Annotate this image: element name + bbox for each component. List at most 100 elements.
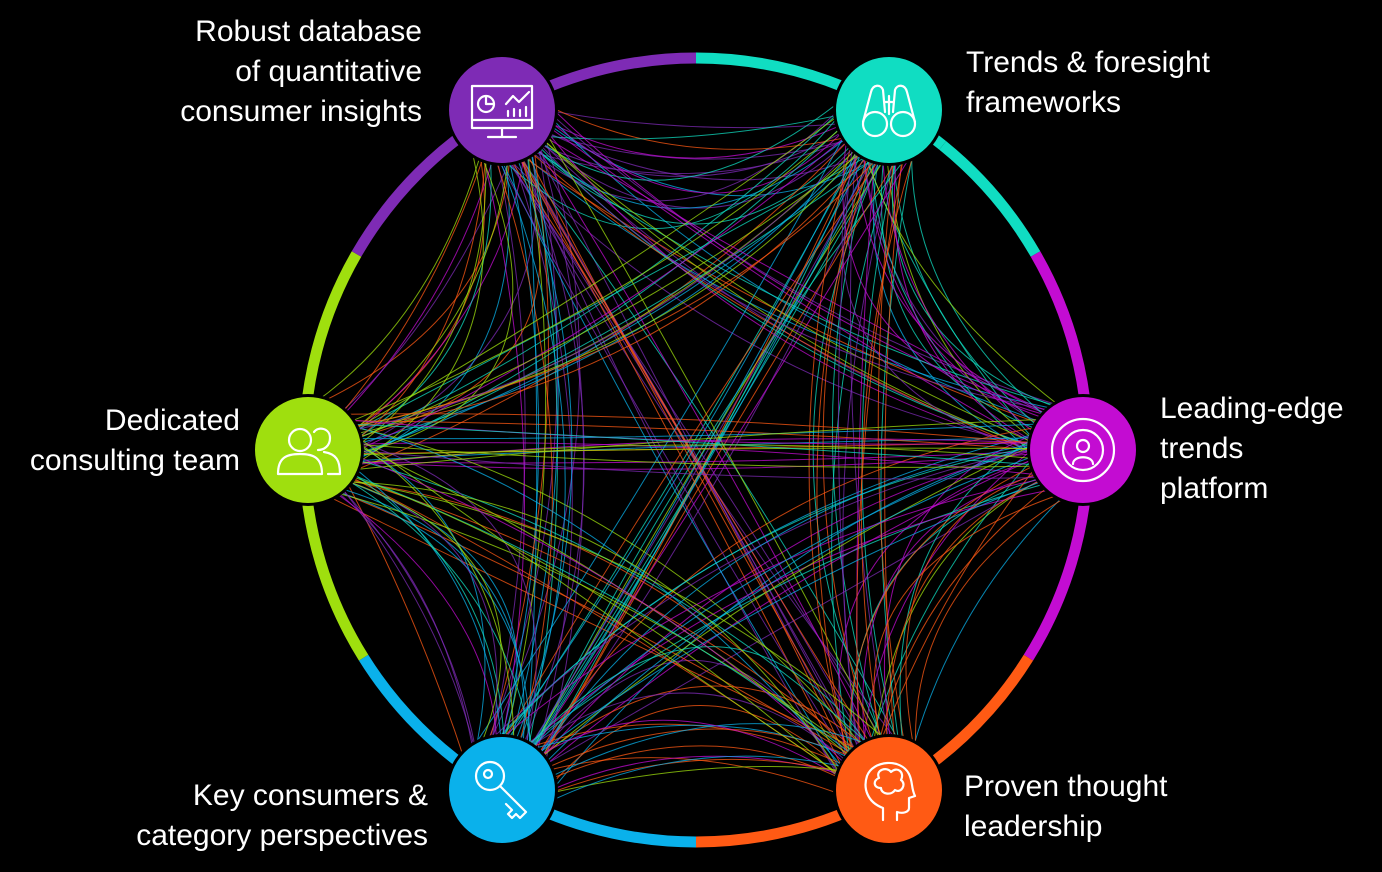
connection-line <box>310 415 1099 445</box>
connection-line <box>486 137 881 816</box>
connection-line <box>333 125 514 459</box>
node-thought-circle <box>836 737 942 843</box>
node-team-circle <box>255 397 361 503</box>
connection-line <box>332 111 888 435</box>
connection-line <box>313 93 859 458</box>
label-thought-line-2: leadership <box>964 810 1103 843</box>
connection-line <box>841 123 1090 470</box>
connection-line <box>513 86 912 789</box>
label-trends-line-2: frameworks <box>966 86 1122 119</box>
connection-line <box>323 95 910 442</box>
connection-line <box>334 142 892 442</box>
connection-line <box>277 446 914 804</box>
connection-line <box>304 447 1065 457</box>
label-team: Dedicated consulting team <box>30 401 240 481</box>
connection-line <box>880 110 922 813</box>
connection-line <box>518 436 1075 786</box>
connection-line <box>305 419 1090 455</box>
connection-line <box>309 140 895 435</box>
connection-line <box>292 443 1111 480</box>
connection-line <box>331 444 1054 467</box>
connection-line <box>536 432 1078 811</box>
connection-line <box>280 133 885 481</box>
connection-line <box>837 83 861 760</box>
connection-line <box>476 475 1057 803</box>
connection-line <box>311 87 876 454</box>
connection-line <box>297 465 502 764</box>
connection-line <box>812 130 895 756</box>
connection-line <box>856 426 1063 788</box>
connection-line <box>513 766 862 803</box>
connection-line <box>518 92 888 798</box>
node-platform-circle <box>1030 397 1136 503</box>
connection-line <box>490 441 1073 822</box>
label-key-line-2: category perspectives <box>136 819 428 852</box>
connection-line <box>474 441 1058 767</box>
connection-line <box>491 144 918 814</box>
connection-line <box>493 135 872 814</box>
label-quant-line-2: of quantitative <box>235 55 422 88</box>
label-trends: Trends & foresight frameworks <box>966 43 1210 123</box>
node-circles <box>252 54 1139 846</box>
label-team-line-2: consulting team <box>29 444 240 477</box>
label-key-line-1: Key consumers & <box>192 779 428 812</box>
connection-line <box>873 478 1109 758</box>
label-trends-line-1: Trends & foresight <box>966 46 1210 79</box>
connection-line <box>529 723 896 788</box>
label-quant-line-1: Robust database <box>195 15 422 48</box>
connection-line <box>525 82 1105 435</box>
connection-line <box>500 90 1064 461</box>
connection-line <box>862 467 1072 802</box>
connection-line <box>474 436 1113 756</box>
dashboard-monitor-icon <box>470 84 534 139</box>
connection-line <box>529 105 923 822</box>
connection-line <box>323 420 920 815</box>
connection-line <box>522 144 1090 476</box>
people-group-icon <box>276 427 342 476</box>
node-team <box>252 394 364 506</box>
node-thought <box>833 734 945 846</box>
connection-line <box>528 419 1084 772</box>
connection-line <box>304 484 917 801</box>
connection-line <box>507 80 865 181</box>
node-platform <box>1027 394 1139 506</box>
label-platform-line-1: Leading-edge <box>1160 392 1344 425</box>
label-quant: Robust database of quantitative consumer… <box>180 12 422 132</box>
connection-line <box>306 460 883 818</box>
connection-line <box>524 660 857 807</box>
connection-line <box>285 138 512 419</box>
connection-line <box>858 126 1096 433</box>
connection-line <box>281 472 924 781</box>
connection-line <box>311 480 525 807</box>
connection-line <box>480 144 525 786</box>
broadcast-person-icon <box>1050 417 1116 483</box>
connection-line <box>323 448 1092 464</box>
connection-line <box>272 423 885 805</box>
connection-line <box>469 459 1076 809</box>
connection-line <box>488 93 886 762</box>
node-key <box>446 734 558 846</box>
connection-line <box>501 132 902 806</box>
connection-line <box>515 129 558 805</box>
connection-line <box>899 417 1071 776</box>
connection-line <box>308 420 1109 440</box>
connection-line <box>911 125 1090 452</box>
connection-line <box>859 100 1094 450</box>
connection-line <box>914 482 1093 756</box>
connection-line <box>288 413 1112 452</box>
node-quant-circle <box>449 57 555 163</box>
label-platform-line-2: trends <box>1160 432 1244 465</box>
connection-line <box>808 97 865 793</box>
label-team-line-1: Dedicated <box>104 404 240 437</box>
connection-line <box>856 80 920 816</box>
connection-line <box>303 482 531 781</box>
connection-line <box>508 108 1066 457</box>
node-key-circle <box>449 737 555 843</box>
binoculars-icon <box>861 84 917 138</box>
connection-line <box>322 123 503 436</box>
connection-line <box>499 109 1050 416</box>
connection-line <box>278 115 856 450</box>
node-quant <box>446 54 558 166</box>
label-platform: Leading-edge trends platform <box>1160 389 1344 509</box>
key-icon <box>474 760 528 820</box>
